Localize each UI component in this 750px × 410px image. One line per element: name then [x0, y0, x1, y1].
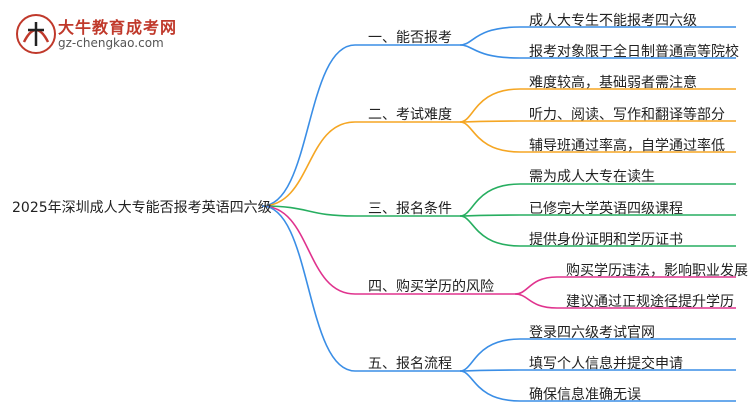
root-to-branch-1-line	[261, 44, 356, 207]
leaf-5-1: 登录四六级考试官网	[529, 325, 655, 341]
branch-label-3: 三、报名条件	[368, 201, 452, 217]
leaf-3-2: 已修完大学英语四级课程	[529, 201, 683, 217]
branch-5-leaf-1-line	[459, 338, 736, 372]
branch-3-leaf-1-line	[459, 183, 736, 217]
branch-label-1: 一、能否报考	[368, 30, 452, 46]
branch-label-4: 四、购买学历的风险	[368, 279, 494, 295]
branch-5-leaf-2-line	[459, 369, 736, 372]
logo-title: 大牛教育成考网	[58, 18, 178, 37]
branch-5-leaf-3-line	[459, 370, 736, 402]
leaf-5-2: 填写个人信息并提交申请	[529, 356, 683, 372]
leaf-1-1: 成人大专生不能报考四六级	[529, 13, 697, 29]
branch-4-leaf-2-line	[514, 293, 736, 309]
logo-url: gz-chengkao.com	[58, 36, 164, 50]
leaf-3-3: 提供身份证明和学历证书	[529, 232, 683, 248]
root-to-branch-3-line	[261, 205, 356, 217]
branch-1-leaf-1-line	[459, 26, 736, 46]
site-logo: 大牛教育成考网 gz-chengkao.com	[14, 12, 234, 56]
leaf-2-1: 难度较高，基础弱者需注意	[529, 75, 697, 91]
branch-2-leaf-3-line	[459, 121, 736, 153]
leaf-4-2: 建议通过正规途径提升学历	[566, 294, 734, 310]
root-topic: 2025年深圳成人大专能否报考英语四六级	[12, 200, 272, 216]
leaf-3-1: 需为成人大专在读生	[529, 169, 655, 185]
leaf-5-3: 确保信息准确无误	[529, 387, 641, 403]
logo-mark-icon	[16, 14, 56, 54]
branch-2-leaf-1-line	[459, 88, 736, 123]
branch-2-leaf-2-line	[459, 120, 736, 123]
leaf-2-2: 听力、阅读、写作和翻译等部分	[529, 107, 725, 123]
root-to-branch-2-line	[261, 121, 356, 207]
leaf-2-3: 辅导班通过率高，自学通过率低	[529, 138, 725, 154]
leaf-4-1: 购买学历违法，影响职业发展	[566, 263, 748, 279]
branch-label-2: 二、考试难度	[368, 107, 452, 123]
leaf-1-2: 报考对象限于全日制普通高等院校	[529, 44, 739, 60]
root-to-branch-4-line	[261, 205, 356, 295]
branch-4-leaf-1-line	[514, 276, 736, 295]
branch-1-leaf-2-line	[459, 44, 736, 59]
root-to-branch-5-line	[261, 205, 356, 372]
branch-3-leaf-3-line	[459, 215, 736, 247]
branch-label-5: 五、报名流程	[368, 356, 452, 372]
branch-3-leaf-2-line	[459, 214, 736, 217]
